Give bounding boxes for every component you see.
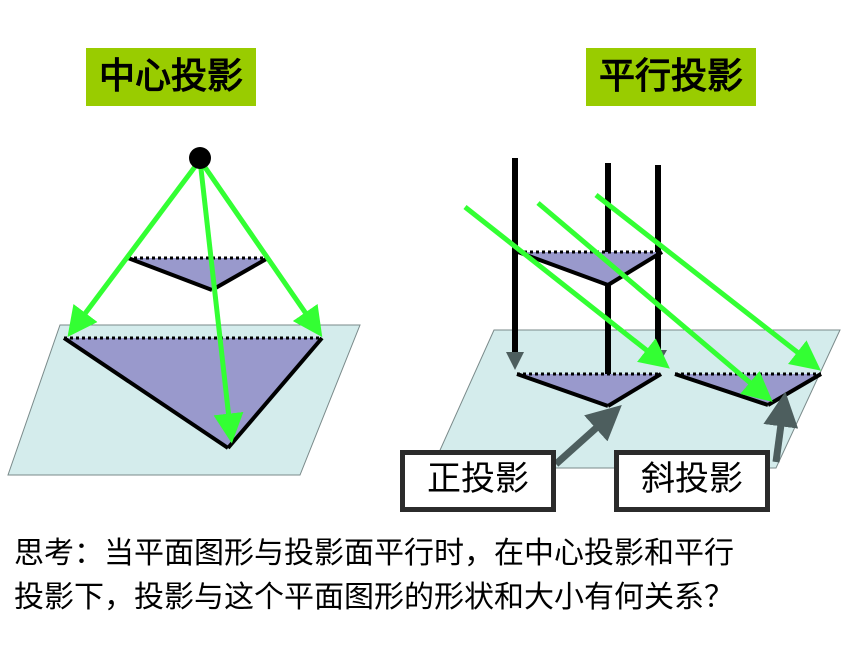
- question-text: 思考：当平面图形与投影面平行时，在中心投影和平行 投影下，投影与这个平面图形的形…: [14, 532, 850, 620]
- orthographic-projection-label: 正投影: [400, 450, 556, 512]
- light-source-point: [189, 147, 211, 169]
- projected-triangle-center: [62, 336, 324, 450]
- question-line-1: 思考：当平面图形与投影面平行时，在中心投影和平行: [14, 536, 734, 571]
- oblique-projection-label: 斜投影: [614, 450, 770, 512]
- orthographic-projected-triangle: [516, 372, 663, 408]
- object-triangle-center: [127, 256, 269, 292]
- center-projection-title: 中心投影: [86, 48, 256, 106]
- central-rays: [67, 158, 323, 444]
- label-pointer-arrows: [553, 391, 799, 467]
- projection-plane-right: [431, 329, 841, 469]
- central-projection-group: [7, 147, 361, 476]
- parallel-projection-group: [431, 158, 841, 469]
- question-line-2: 投影下，投影与这个平面图形的形状和大小有何关系？: [14, 580, 734, 615]
- oblique-rays: [463, 193, 821, 402]
- parallel-projection-title: 平行投影: [586, 48, 756, 106]
